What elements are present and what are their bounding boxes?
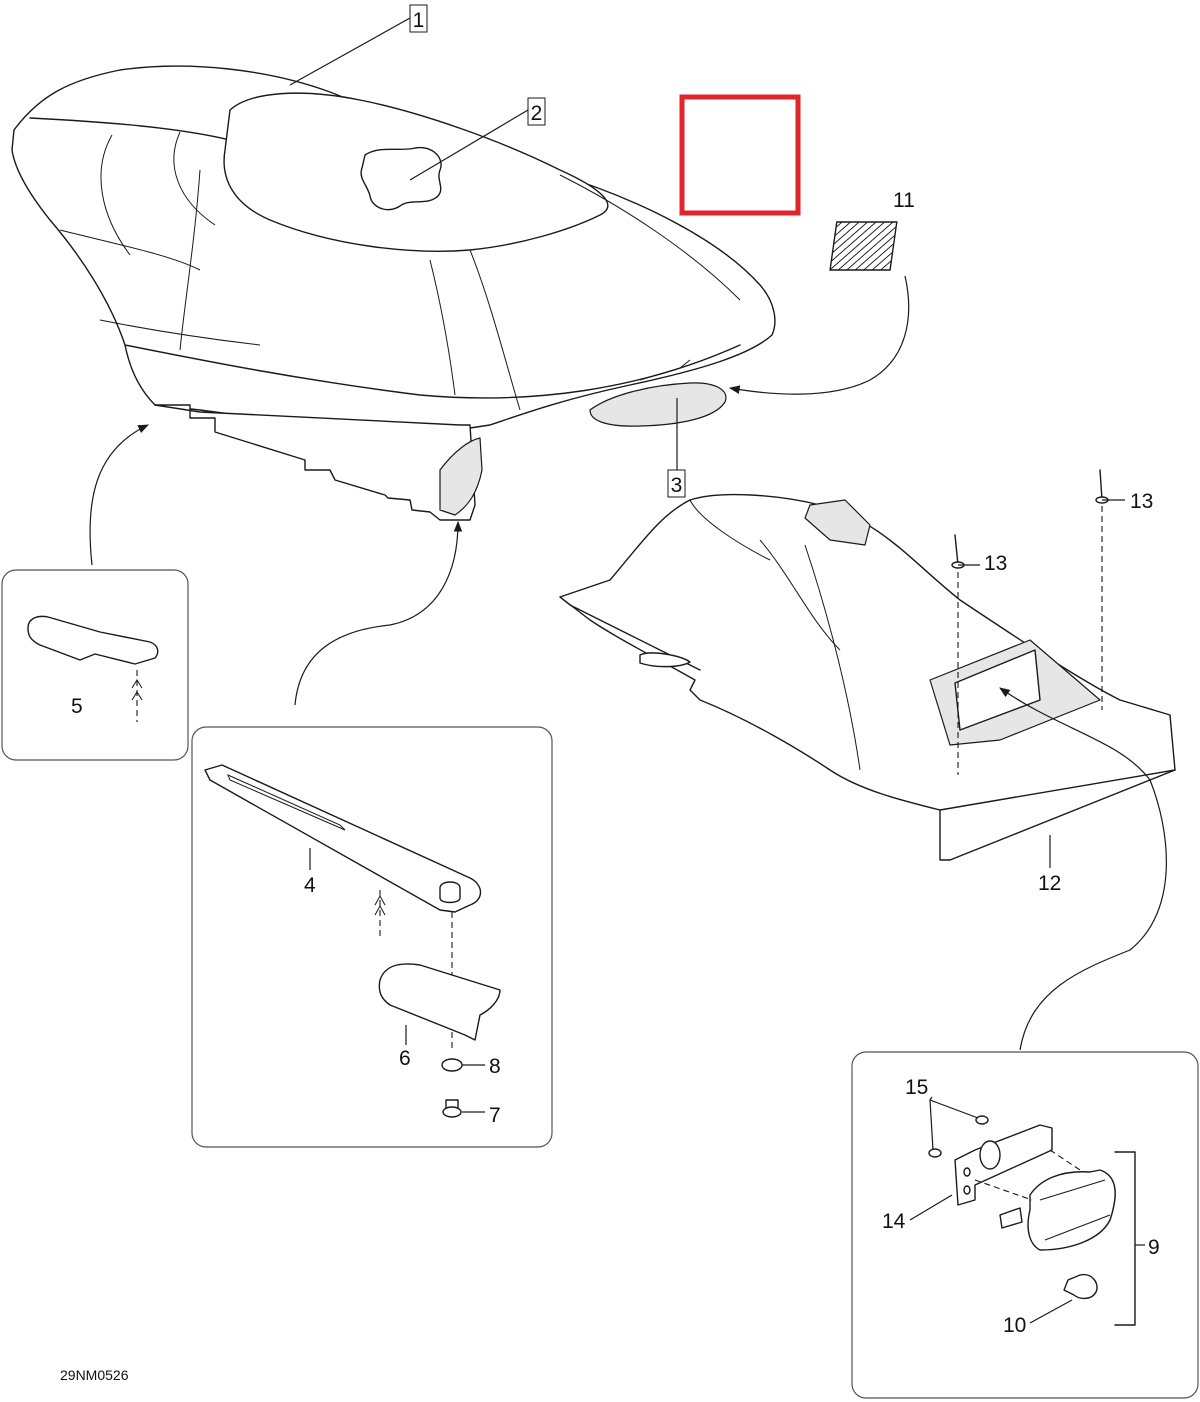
callout-4: 4 (304, 874, 316, 897)
highlight-box (679, 94, 801, 216)
detail-panel-4 (191, 726, 553, 1148)
svg-text:2: 2 (531, 102, 543, 125)
callout-7: 7 (489, 1104, 501, 1127)
callout-11: 11 (893, 189, 915, 212)
svg-text:3: 3 (671, 474, 683, 497)
reflective-label (829, 221, 898, 271)
callout-12: 12 (1038, 872, 1061, 895)
callout-15: 15 (905, 1076, 928, 1099)
detail-panel-9 (851, 1051, 1199, 1399)
callout-6: 6 (399, 1047, 411, 1070)
detail-panel-5 (1, 569, 189, 761)
callout-8: 8 (489, 1055, 501, 1078)
seat-base (559, 493, 1176, 861)
leader-lines (89, 17, 1167, 1051)
callout-13-right: 13 (1130, 490, 1153, 513)
callout-2: 2 (527, 97, 546, 126)
callout-1: 1 (409, 4, 428, 33)
push-rivet-13b (1095, 469, 1109, 710)
callout-10: 10 (1003, 1314, 1026, 1337)
svg-text:1: 1 (413, 9, 425, 32)
callout-5: 5 (71, 695, 83, 718)
callout-13-left: 13 (984, 552, 1007, 575)
seat-assembly (11, 65, 776, 521)
callout-14: 14 (882, 1210, 906, 1233)
callout-9: 9 (1148, 1236, 1160, 1259)
document-id: 29NM0526 (60, 1367, 129, 1383)
callout-3: 3 (667, 469, 686, 498)
